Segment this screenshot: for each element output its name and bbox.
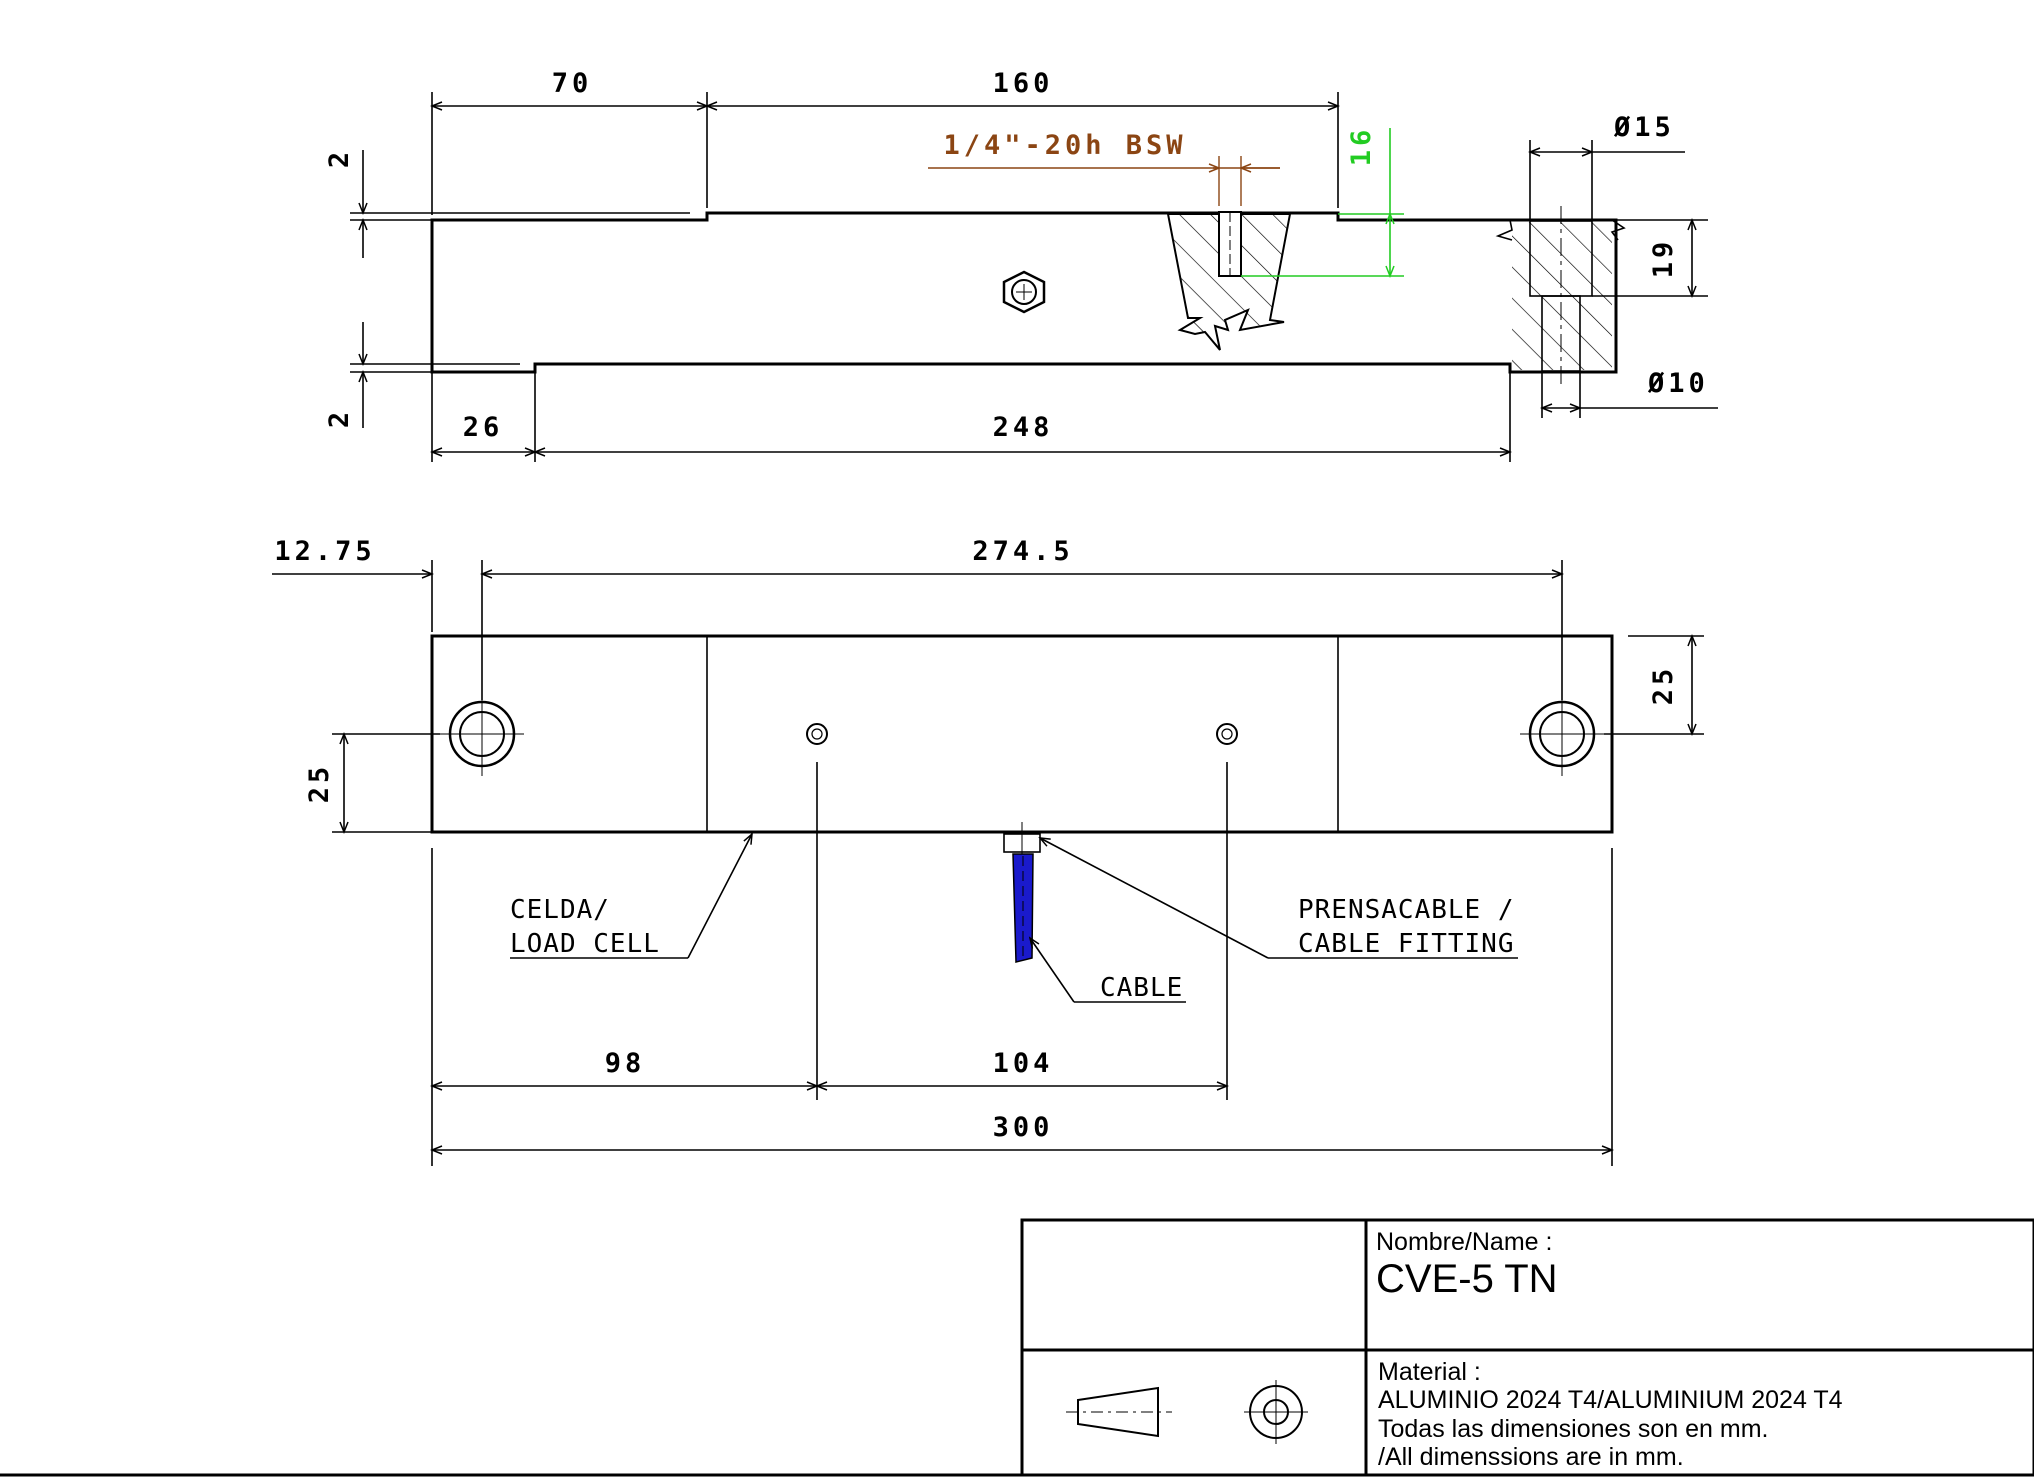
dim-274-5: 274.5 (972, 536, 1073, 567)
thread-hole-section (1166, 213, 1292, 351)
dim-300: 300 (993, 1112, 1054, 1143)
label-cable: CABLE (1100, 973, 1183, 1003)
label-load-cell-2: LOAD CELL (510, 929, 660, 959)
title-block: Nombre/Name : CVE-5 TN Material : ALUMIN… (0, 1218, 2034, 1477)
first-angle-projection-icon (1066, 1380, 1308, 1444)
dim-dia10: Ø10 (1647, 368, 1709, 399)
dim-dia15: Ø15 (1613, 112, 1675, 143)
gauge-hole-right (1216, 723, 1238, 745)
name-label: Nombre/Name : (1376, 1228, 1552, 1256)
label-load-cell-1: CELDA/ (510, 895, 610, 925)
dim-26: 26 (463, 412, 504, 443)
mounting-hole-right (1520, 692, 1604, 776)
dim-12-75: 12.75 (274, 536, 375, 567)
part-name: CVE-5 TN (1376, 1257, 1558, 1301)
material-value: ALUMINIO 2024 T4/ALUMINIUM 2024 T4 (1378, 1386, 1843, 1414)
thread-callout: 1/4"-20h BSW (943, 130, 1186, 161)
dim-25-left: 25 (304, 763, 335, 804)
plan-body-outline (430, 634, 1614, 834)
material-label: Material : (1378, 1358, 1481, 1386)
dim-160: 160 (993, 68, 1054, 99)
dim-step-bottom: 2 (324, 408, 355, 428)
plan-view: CELDA/ LOAD CELL PRENSACABLE / CABLE FIT… (272, 536, 1704, 1166)
dim-25-right: 25 (1648, 665, 1679, 706)
dim-248: 248 (993, 412, 1054, 443)
gauge-hole-left (806, 723, 828, 745)
mounting-hole-left (440, 692, 524, 776)
dim-19: 19 (1648, 238, 1679, 279)
dim-step-top: 2 (324, 148, 355, 168)
label-fitting-1: PRENSACABLE / (1298, 895, 1515, 925)
units-note-en: /All dimenssions are in mm. (1378, 1443, 1684, 1471)
dim-98: 98 (605, 1048, 646, 1079)
label-fitting-2: CABLE FITTING (1298, 929, 1515, 959)
hex-nut-icon (1002, 270, 1046, 314)
side-view: 70 160 1/4"-20h BSW 16 Ø15 19 Ø10 (324, 68, 1718, 462)
dim-70: 70 (552, 68, 593, 99)
units-note-es: Todas las dimensiones son en mm. (1378, 1415, 1768, 1443)
dim-104: 104 (993, 1048, 1054, 1079)
dim-16: 16 (1346, 126, 1377, 167)
